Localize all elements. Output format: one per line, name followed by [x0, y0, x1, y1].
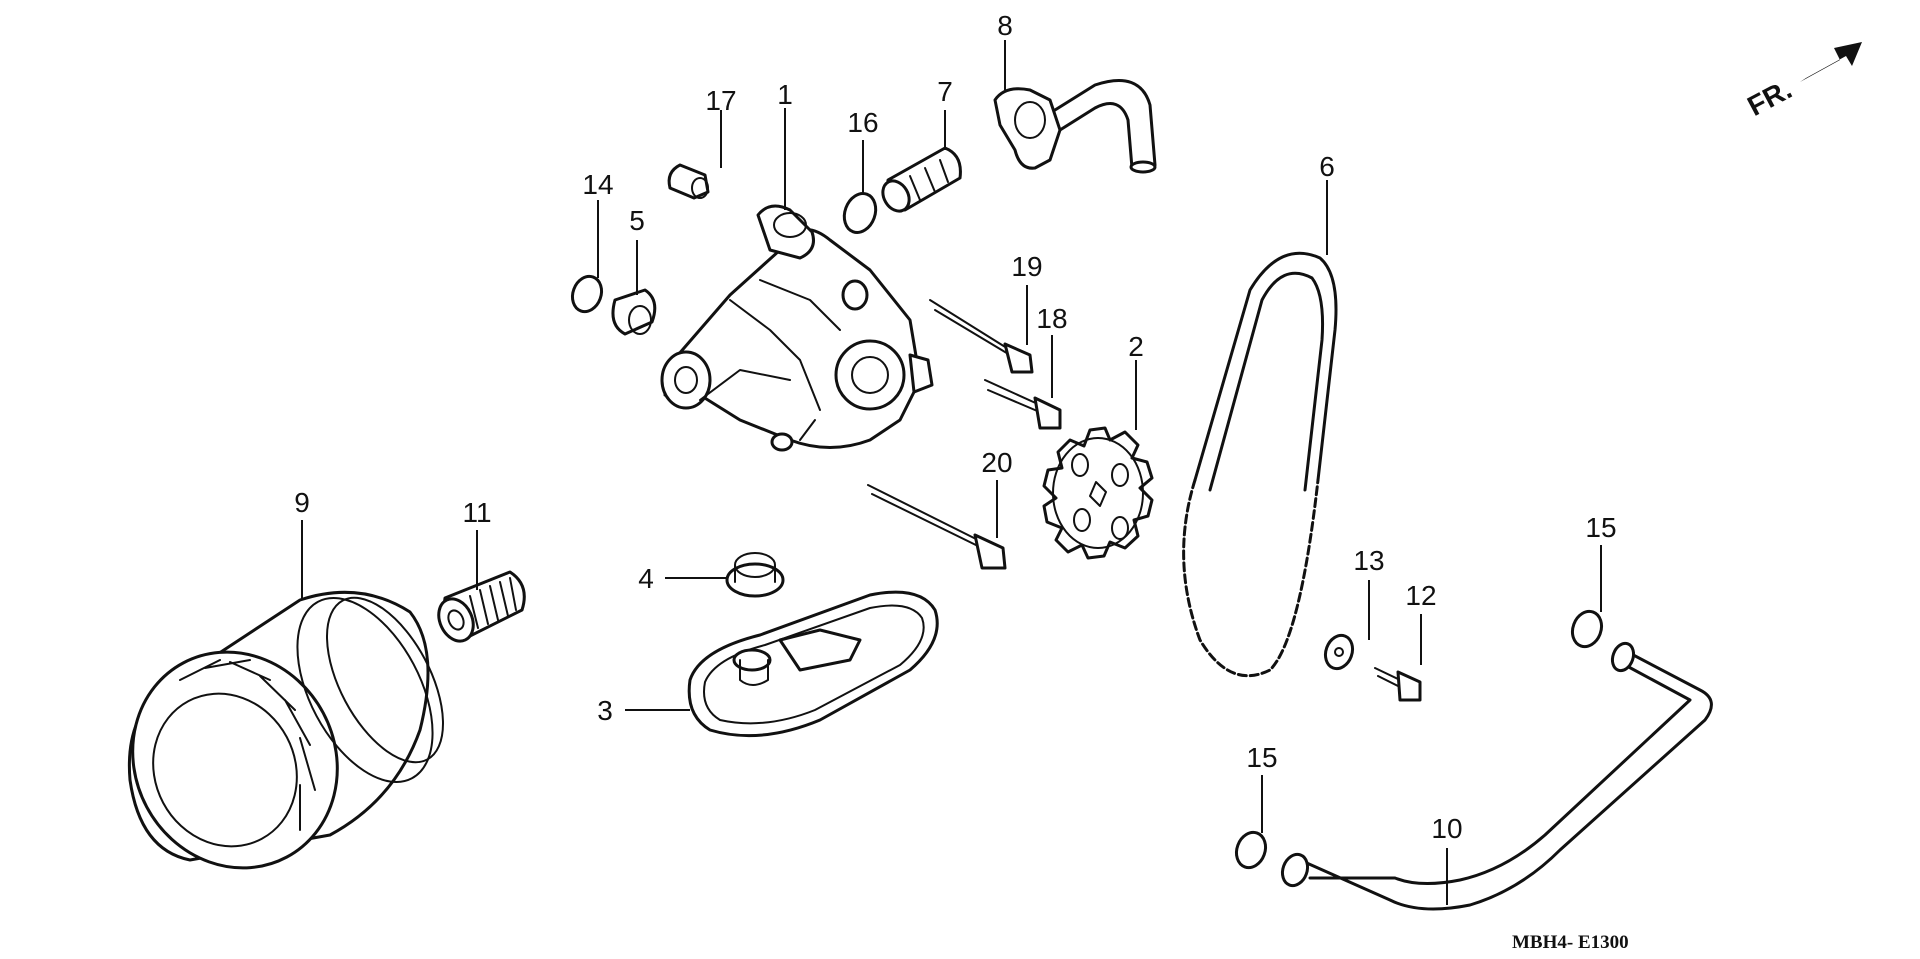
callout-17: 17 [705, 85, 736, 116]
oil-filter [127, 590, 444, 870]
callout-3: 3 [597, 695, 613, 726]
washer-13 [1323, 633, 1355, 671]
bolt-20 [867, 484, 1007, 570]
callout-16: 16 [847, 107, 878, 138]
leader-lines [301, 40, 1602, 905]
callout-12: 12 [1405, 580, 1436, 611]
callout-11: 11 [462, 497, 491, 528]
callout-5: 5 [629, 205, 645, 236]
oil-pipe-joint-7 [881, 146, 962, 213]
callout-6: 6 [1319, 151, 1335, 182]
callout-labels: 1 2 3 4 5 6 7 8 9 10 11 12 13 14 15 15 1… [294, 10, 1616, 844]
callout-7: 7 [937, 76, 953, 107]
oil-strainer [687, 590, 939, 738]
callout-20: 20 [981, 447, 1012, 478]
callout-13: 13 [1353, 545, 1384, 576]
bolt-18 [984, 379, 1062, 430]
callout-19: 19 [1011, 251, 1042, 282]
oil-pump-drive-chain [1182, 251, 1338, 678]
oil-pipe-10 [1280, 641, 1713, 911]
o-ring-16 [842, 192, 878, 234]
bolt-12 [1374, 667, 1422, 702]
diagram-code: MBH4- E1300 [1512, 932, 1629, 953]
strainer-seal [725, 552, 785, 598]
o-ring-15-lower [1234, 830, 1268, 870]
front-direction-indicator: FR. [1742, 42, 1862, 122]
callout-1: 1 [777, 79, 793, 110]
callout-2: 2 [1128, 331, 1144, 362]
oil-pump-sprocket [1042, 426, 1154, 560]
front-direction-label: FR. [1742, 73, 1796, 122]
o-ring-15-upper [1570, 609, 1604, 649]
oil-pump [660, 204, 934, 452]
callout-8: 8 [997, 10, 1013, 41]
front-arrow-icon [1800, 42, 1862, 82]
callout-10: 10 [1431, 813, 1462, 844]
callout-9: 9 [294, 487, 310, 518]
callout-18: 18 [1036, 303, 1067, 334]
collar-17 [667, 163, 710, 200]
bolt-19 [929, 299, 1034, 374]
callout-15-upper: 15 [1585, 512, 1616, 543]
callout-14: 14 [582, 169, 613, 200]
o-ring-14 [570, 274, 604, 314]
oil-pipe-8 [993, 79, 1157, 174]
callout-15-lower: 15 [1246, 742, 1277, 773]
callout-4: 4 [638, 563, 654, 594]
oil-filter-boss [437, 570, 526, 643]
collar-5 [611, 288, 657, 336]
